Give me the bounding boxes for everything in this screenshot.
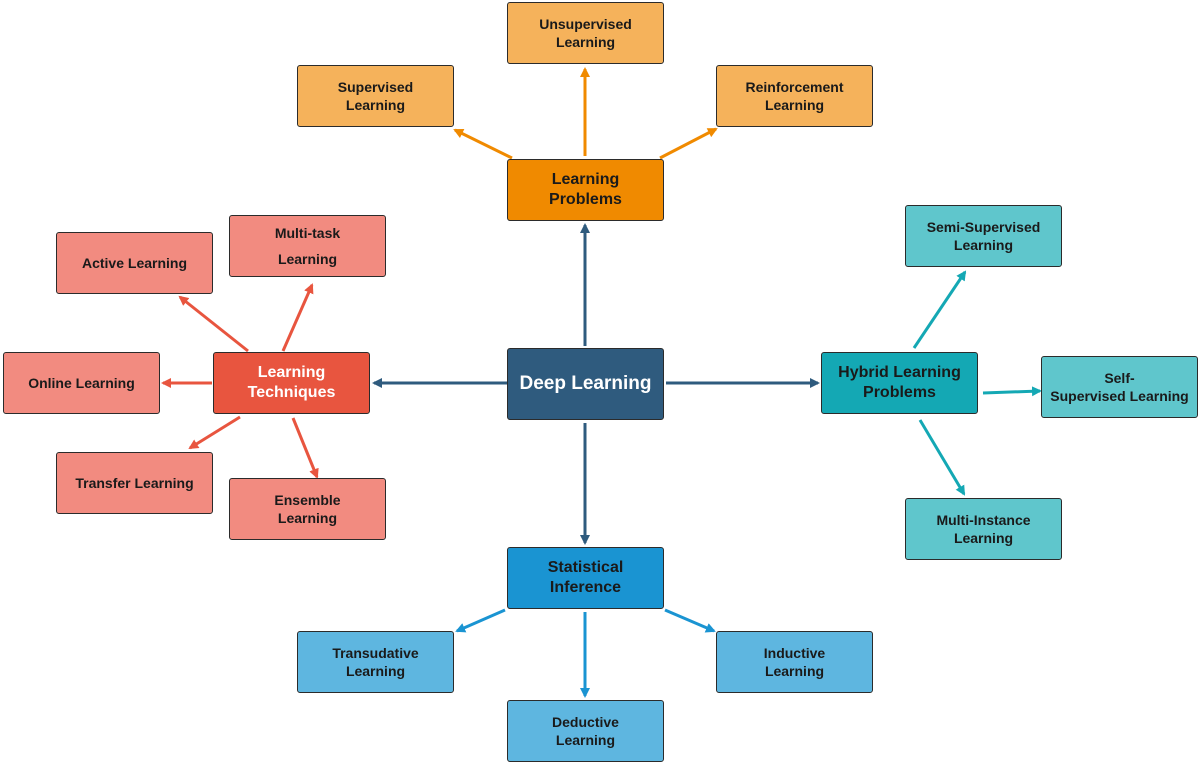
- node-learning-techniques: Learning Techniques: [213, 352, 370, 414]
- node-unsupervised-learning: Unsupervised Learning: [507, 2, 664, 64]
- arrow-problems-reinforcement: [659, 127, 718, 160]
- node-self-supervised-learning: Self- Supervised Learning: [1041, 356, 1198, 418]
- node-inductive-learning: Inductive Learning: [716, 631, 873, 693]
- arrow-techniques-active: [178, 295, 249, 353]
- node-supervised-learning: Supervised Learning: [297, 65, 454, 127]
- node-transudative-learning: Transudative Learning: [297, 631, 454, 693]
- node-deductive-learning: Deductive Learning: [507, 700, 664, 762]
- node-online-learning: Online Learning: [3, 352, 160, 414]
- arrow-problems-supervised: [453, 128, 513, 160]
- node-active-learning: Active Learning: [56, 232, 213, 294]
- arrow-techniques-multitask: [281, 283, 314, 352]
- node-multi-task-learning: Multi-task Learning: [229, 215, 386, 277]
- arrow-techniques-transfer: [188, 415, 241, 450]
- node-multi-instance-learning: Multi-Instance Learning: [905, 498, 1062, 560]
- arrow-hybrid-self: [982, 386, 1042, 397]
- node-transfer-learning: Transfer Learning: [56, 452, 213, 514]
- node-learning-problems: Learning Problems: [507, 159, 664, 221]
- node-semi-supervised-learning: Semi-Supervised Learning: [905, 205, 1062, 267]
- center-node-deep-learning: Deep Learning: [507, 348, 664, 420]
- arrow-techniques-ensemble: [291, 417, 319, 479]
- arrow-hybrid-semi: [912, 270, 967, 349]
- arrow-hybrid-multiinstance: [918, 419, 966, 496]
- arrow-statistical-inductive: [664, 608, 716, 633]
- node-hybrid-learning-problems: Hybrid Learning Problems: [821, 352, 978, 414]
- arrow-statistical-transudative: [455, 608, 506, 633]
- node-ensemble-learning: Ensemble Learning: [229, 478, 386, 540]
- node-reinforcement-learning: Reinforcement Learning: [716, 65, 873, 127]
- node-statistical-inference: Statistical Inference: [507, 547, 664, 609]
